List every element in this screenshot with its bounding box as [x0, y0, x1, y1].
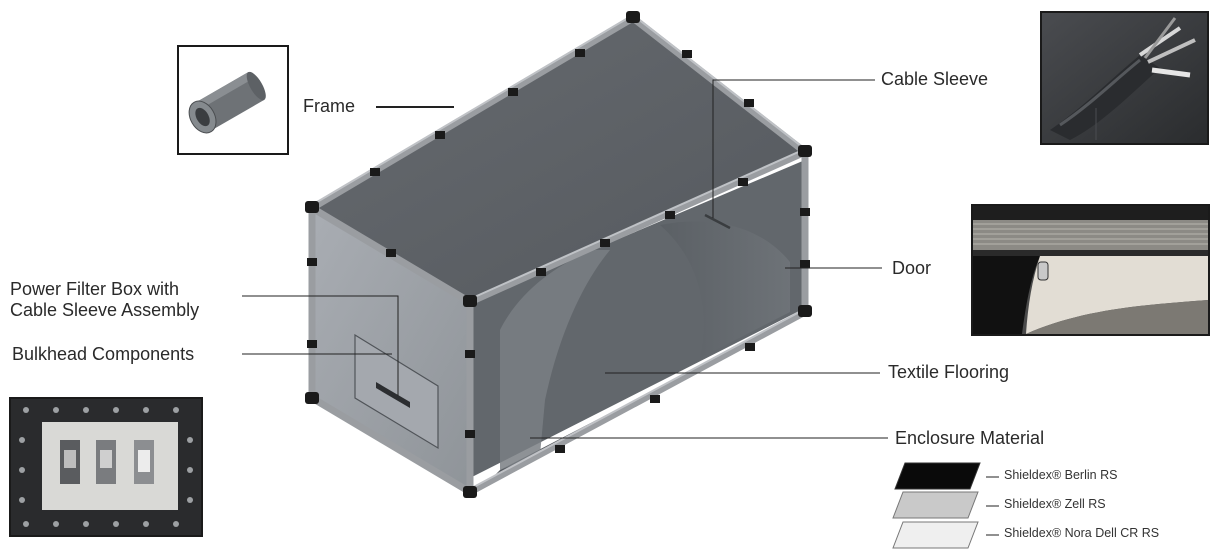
inset-bulkhead — [9, 397, 203, 537]
swatch-nora — [894, 462, 981, 490]
cable-sleeve-label: Cable Sleeve — [881, 69, 989, 89]
frame-label: Frame — [303, 96, 356, 116]
power-filter-leader — [242, 295, 399, 396]
textile-flooring-label: Textile Flooring — [888, 362, 1010, 382]
top-panel — [312, 18, 805, 302]
leader-lines — [242, 79, 999, 536]
cable-sleeve-leader — [712, 79, 875, 218]
material-zell-label: Shieldex® Zell RS — [1004, 497, 1106, 511]
material-berlin-label: Shieldex® Berlin RS — [1004, 468, 1118, 482]
swatch-berlin — [892, 521, 979, 549]
material-nora-label: Shieldex® Nora Dell CR RS — [1004, 526, 1160, 540]
bulkhead-components-label: Bulkhead Components — [12, 344, 195, 364]
frame-joints — [305, 11, 812, 498]
inset-door-zipper — [971, 204, 1210, 336]
door-curtain-left — [500, 250, 610, 470]
enclosure-material-label: Enclosure Material — [895, 428, 1045, 448]
swatch-zell — [892, 491, 979, 519]
power-filter-box-label: Power Filter Box with Cable Sleeve Assem… — [10, 279, 200, 320]
inset-cable-sleeve — [1040, 11, 1209, 145]
power-filter-slot — [376, 382, 410, 408]
inset-frame-connector — [177, 45, 289, 155]
material-swatches — [892, 462, 981, 549]
door-arch — [660, 221, 790, 358]
bulkhead-panel — [354, 333, 439, 450]
door-label: Door — [892, 258, 932, 278]
